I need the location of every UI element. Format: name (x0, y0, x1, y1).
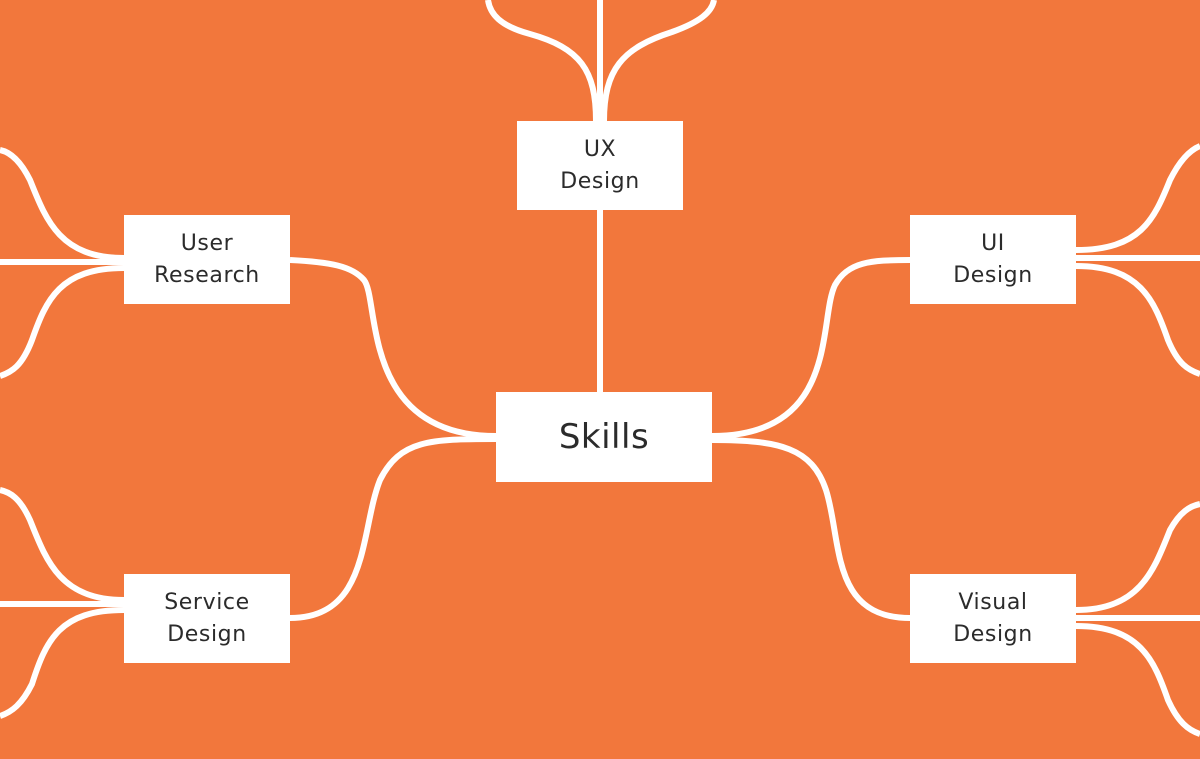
connector-service-left-top (0, 487, 125, 603)
connector-center-visual-design (711, 437, 911, 621)
node-service-design-label: Service Design (164, 589, 250, 647)
connector-center-ui-design (711, 257, 911, 439)
connector-ui-right-bottom (1075, 263, 1200, 377)
connector-center-user-research (289, 257, 497, 439)
node-service-design: Service Design (124, 574, 290, 663)
connector-center-service-design (289, 436, 497, 621)
connector-user-research-left-top (0, 147, 125, 261)
node-skills-label: Skills (558, 417, 650, 457)
node-visual-design-label: Visual Design (953, 589, 1033, 647)
node-skills-center: Skills (496, 392, 712, 482)
node-user-research: User Research (124, 215, 290, 304)
connector-ux-top-left (485, 0, 599, 122)
node-user-research-label: User Research (154, 230, 260, 288)
connector-ux-top-right (601, 0, 717, 122)
node-ui-design: UI Design (910, 215, 1076, 304)
connector-ui-right-top (1075, 143, 1200, 253)
node-ui-design-label: UI Design (953, 230, 1033, 288)
connector-visual-right-top (1075, 501, 1200, 613)
connector-service-left-bottom (0, 607, 125, 719)
node-ux-design: UX Design (517, 121, 683, 210)
connector-user-research-left-bottom (0, 265, 125, 379)
node-visual-design: Visual Design (910, 574, 1076, 663)
connector-visual-right-bottom (1075, 623, 1200, 737)
node-ux-design-label: UX Design (560, 136, 640, 194)
